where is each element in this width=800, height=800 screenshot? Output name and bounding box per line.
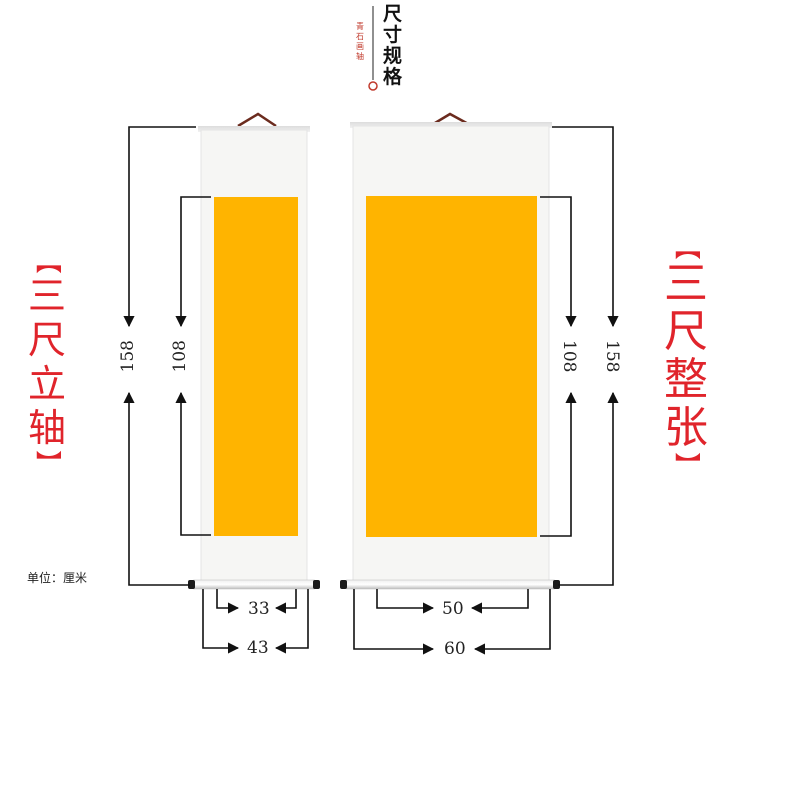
right-rod-knob (553, 580, 560, 589)
left-scroll-name-char: 轴 (27, 406, 66, 450)
bracket-close: 】 (32, 449, 62, 476)
left-total-width-label: 43 (247, 638, 269, 658)
left-inner-width-label: 33 (248, 599, 270, 619)
right-top-rod (350, 122, 552, 128)
header-title-char: 格 (383, 66, 403, 88)
right-dimension-lines (353, 126, 619, 655)
unit-note: 单位：厘米 (27, 571, 88, 585)
header-title-char: 寸 (383, 24, 403, 46)
left-total-height-label: 158 (118, 340, 138, 373)
left-paper (214, 197, 298, 536)
seal-text-char: 画 (356, 42, 364, 51)
right-total-height-label: 158 (602, 340, 622, 373)
left-dimension-lines (123, 126, 309, 654)
left-bottom-rod (191, 579, 317, 590)
right-inner-height-label: 108 (559, 340, 579, 373)
right-bottom-rod (344, 579, 557, 590)
left-hanging-string (237, 112, 277, 128)
left-scroll-name: 【三尺立轴】 (17, 248, 77, 476)
right-scroll-name-char: 整 (664, 354, 708, 405)
left-top-rod (198, 126, 310, 132)
right-scroll-name-char: 张 (664, 402, 708, 453)
bracket-open: 【 (32, 247, 62, 274)
right-total-width-label: 60 (444, 639, 466, 659)
right-rod-knob (340, 580, 347, 589)
left-rod-knob (188, 580, 195, 589)
right-scroll-name-char: 三 (664, 258, 708, 309)
left-scroll-name-char: 立 (27, 362, 66, 406)
right-scroll-name-char: 尺 (664, 306, 708, 357)
header-title: 尺寸规格 (383, 4, 405, 88)
right-inner-width-label: 50 (442, 599, 464, 619)
header-title-char: 尺 (383, 3, 403, 25)
left-inner-height-label: 108 (170, 340, 190, 373)
header-seal (368, 6, 378, 91)
seal-text-char: 轴 (356, 52, 364, 61)
seal-text-char: 青 (356, 22, 364, 31)
right-scroll-name: 【三尺整张】 (656, 234, 716, 478)
left-scroll (188, 112, 320, 590)
seal-text-char: 石 (356, 32, 364, 41)
left-rod-knob (313, 580, 320, 589)
right-scroll (340, 112, 560, 590)
header-title-char: 规 (383, 45, 403, 67)
right-paper (366, 196, 537, 537)
bracket-close: 】 (671, 451, 701, 478)
left-scroll-name-char: 三 (27, 274, 66, 318)
seal-text: 青石画轴 (356, 22, 366, 62)
bracket-open: 【 (671, 233, 701, 260)
left-scroll-name-char: 尺 (27, 318, 66, 362)
